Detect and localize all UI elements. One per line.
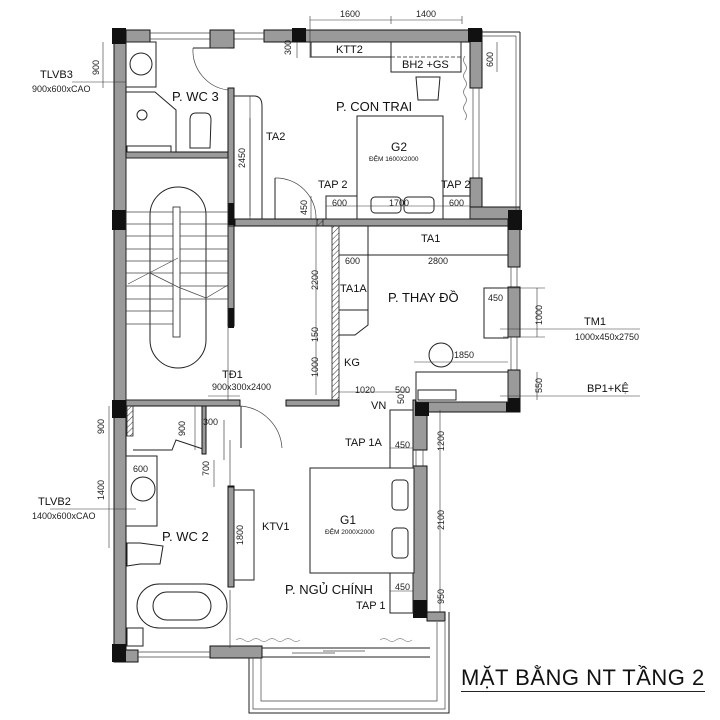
chair-icon bbox=[415, 76, 441, 101]
toilet-icon bbox=[189, 112, 212, 149]
room-label-con-trai: P. CON TRAI bbox=[336, 99, 413, 114]
dim-500: 500 bbox=[395, 385, 411, 395]
label-ktt2: KTT2 bbox=[336, 44, 363, 56]
dim-bed2-1700: 1700 bbox=[389, 198, 410, 208]
dim-1400: 1400 bbox=[416, 9, 437, 19]
room-label-ngu-chinh: P. NGỦ CHÍNH bbox=[285, 582, 373, 597]
label-ta2: TA2 bbox=[266, 131, 286, 143]
dimension-lines bbox=[50, 16, 640, 612]
label-g2: G2 bbox=[391, 140, 408, 154]
dim-tap2-600b: 600 bbox=[449, 198, 465, 208]
callout-tm1-size: 1000x450x2750 bbox=[575, 332, 640, 342]
dim-600-right: 600 bbox=[485, 51, 495, 67]
label-g1: G1 bbox=[340, 513, 357, 527]
label-tap2-left: TAP 2 bbox=[318, 179, 348, 191]
label-tap1a: TAP 1A bbox=[345, 437, 382, 449]
dim-450-tap1: 450 bbox=[395, 582, 411, 592]
callout-td1-name: TĐ1 bbox=[222, 369, 243, 381]
label-kg: KG bbox=[344, 357, 360, 369]
dim-950: 950 bbox=[436, 588, 446, 604]
dim-550: 550 bbox=[534, 377, 544, 393]
dim-1800: 1800 bbox=[235, 524, 245, 545]
dim-2450: 2450 bbox=[237, 147, 247, 168]
sink-icon-wc2 bbox=[130, 476, 156, 502]
label-vn: VN bbox=[371, 400, 387, 412]
room-label-thay-do: P. THAY ĐỒ bbox=[388, 290, 459, 305]
callout-td1-size: 900x300x2400 bbox=[212, 382, 272, 392]
dim-600-vanity: 600 bbox=[133, 464, 149, 474]
dim-tap2-600a: 600 bbox=[332, 198, 348, 208]
dim-1400: 1400 bbox=[96, 479, 106, 500]
dim-900-wc2: 900 bbox=[96, 418, 106, 434]
sink-icon bbox=[129, 52, 153, 76]
dim-1000-tm: 1000 bbox=[534, 304, 544, 325]
dim-ta1-2800: 2800 bbox=[428, 256, 449, 266]
callout-tlvb3-size: 900x600xCAO bbox=[32, 84, 91, 94]
wall-thay-do-left bbox=[331, 225, 340, 403]
dim-2200: 2200 bbox=[310, 269, 320, 290]
dim-150: 150 bbox=[310, 326, 320, 342]
dim-2100: 2100 bbox=[436, 509, 446, 530]
callout-tm1-name: TM1 bbox=[584, 316, 606, 328]
callout-tlvb2-name: TLVB2 bbox=[38, 496, 71, 508]
dim-1020: 1020 bbox=[355, 385, 376, 395]
dim-300-ktt: 300 bbox=[283, 39, 293, 55]
dim-ta1-600: 600 bbox=[345, 256, 361, 266]
dim-450-door: 450 bbox=[299, 199, 309, 215]
wall-bottom bbox=[209, 645, 263, 659]
dim-1200: 1200 bbox=[436, 430, 446, 451]
label-bh2: BH2 +GS bbox=[402, 59, 449, 71]
dim-450-tap1a: 450 bbox=[395, 440, 411, 450]
label-ta1: TA1 bbox=[421, 233, 441, 245]
dim-300-wc2: 300 bbox=[203, 417, 219, 427]
room-label-wc2: P. WC 2 bbox=[162, 529, 209, 544]
callout-tlvb3-name: TLVB3 bbox=[40, 69, 73, 81]
wall-mid-horizontal bbox=[234, 218, 521, 227]
dim-700: 700 bbox=[201, 460, 211, 476]
dim-900-inner: 900 bbox=[177, 420, 187, 436]
callout-bp1: BP1+KỆ bbox=[587, 383, 629, 395]
dim-450-tm: 450 bbox=[488, 293, 504, 303]
toilet-icon-wc2 bbox=[126, 542, 164, 567]
tm1-cabinet bbox=[483, 287, 509, 339]
dim-50: 50 bbox=[396, 393, 406, 404]
dim-1850: 1850 bbox=[454, 350, 475, 360]
stair-outline bbox=[149, 186, 207, 369]
drawing-title: MẶT BẰNG NT TẦNG 2 bbox=[461, 665, 705, 692]
callout-tlvb2-size: 1400x600xCAO bbox=[32, 511, 96, 521]
label-g1-mattress: ĐỆM 2000X2000 bbox=[325, 529, 375, 536]
label-ktv1: KTV1 bbox=[262, 521, 290, 533]
dim-1600: 1600 bbox=[340, 9, 361, 19]
label-tap1: TAP 1 bbox=[356, 600, 386, 612]
label-g2-mattress: ĐỆM 1600X2000 bbox=[369, 156, 419, 163]
dim-1000-kg: 1000 bbox=[310, 356, 320, 377]
wall-left bbox=[113, 29, 127, 663]
dim-900-wc3: 900 bbox=[91, 59, 101, 75]
column bbox=[112, 28, 126, 44]
room-label-wc3: P. WC 3 bbox=[172, 89, 219, 104]
label-tap2-right: TAP 2 bbox=[441, 179, 471, 191]
label-ta1a: TA1A bbox=[340, 283, 367, 295]
